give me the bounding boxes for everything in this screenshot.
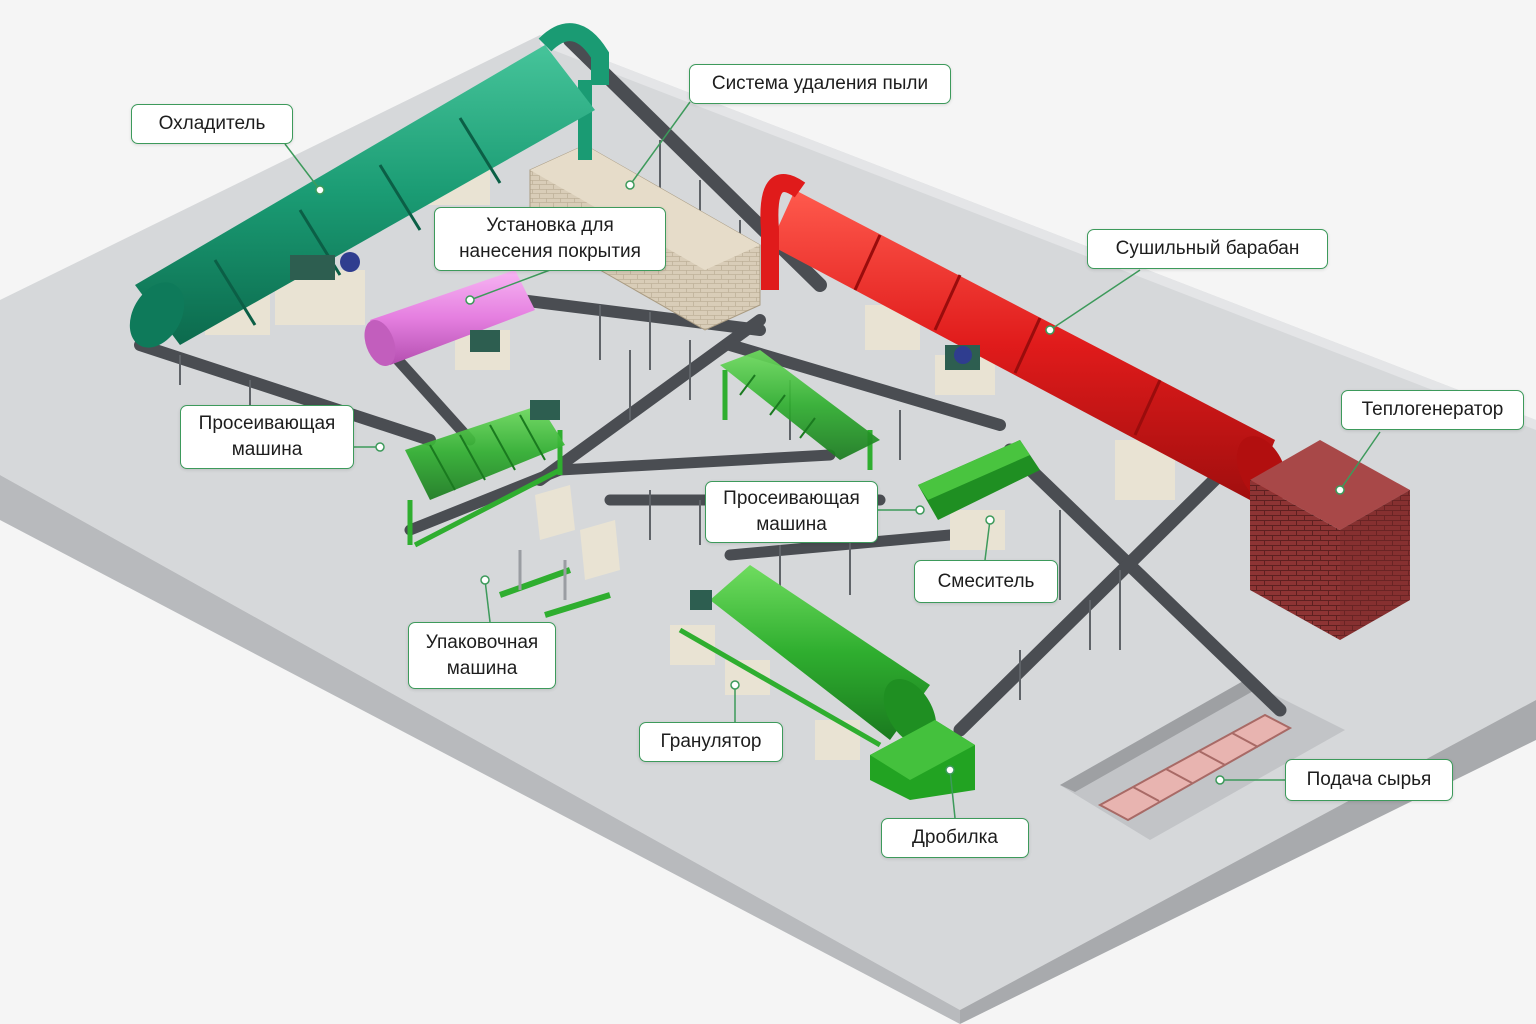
label-packing-machine: Упаковочная машина	[408, 622, 556, 689]
screening-machine-left	[405, 400, 565, 548]
label-raw-feed: Подача сырья	[1285, 759, 1453, 801]
label-screening-machine-left: Просеивающая машина	[180, 405, 354, 469]
leader-dots	[315, 180, 1345, 785]
leader-lines	[284, 101, 1381, 819]
screening-machine-center	[720, 350, 880, 470]
raw-feeder	[1097, 713, 1293, 822]
cooler-drum	[129, 23, 609, 348]
label-heat-generator: Теплогенератор	[1341, 390, 1524, 430]
label-dust-removal: Система удаления пыли	[689, 64, 951, 104]
label-cooler: Охладитель	[131, 104, 293, 144]
coating-machine	[364, 270, 535, 370]
label-mixer: Смеситель	[914, 560, 1058, 603]
packing-machine	[498, 485, 620, 618]
mixer	[918, 440, 1040, 550]
crusher	[870, 720, 975, 800]
label-granulator: Гранулятор	[639, 722, 783, 762]
label-dryer-drum: Сушильный барабан	[1087, 229, 1328, 269]
dryer-drum	[760, 174, 1288, 504]
heat-generator	[1250, 440, 1410, 640]
label-coating-unit: Установка для нанесения покрытия	[434, 207, 666, 271]
label-crusher: Дробилка	[881, 818, 1029, 858]
label-screening-machine-center: Просеивающая машина	[705, 481, 878, 543]
